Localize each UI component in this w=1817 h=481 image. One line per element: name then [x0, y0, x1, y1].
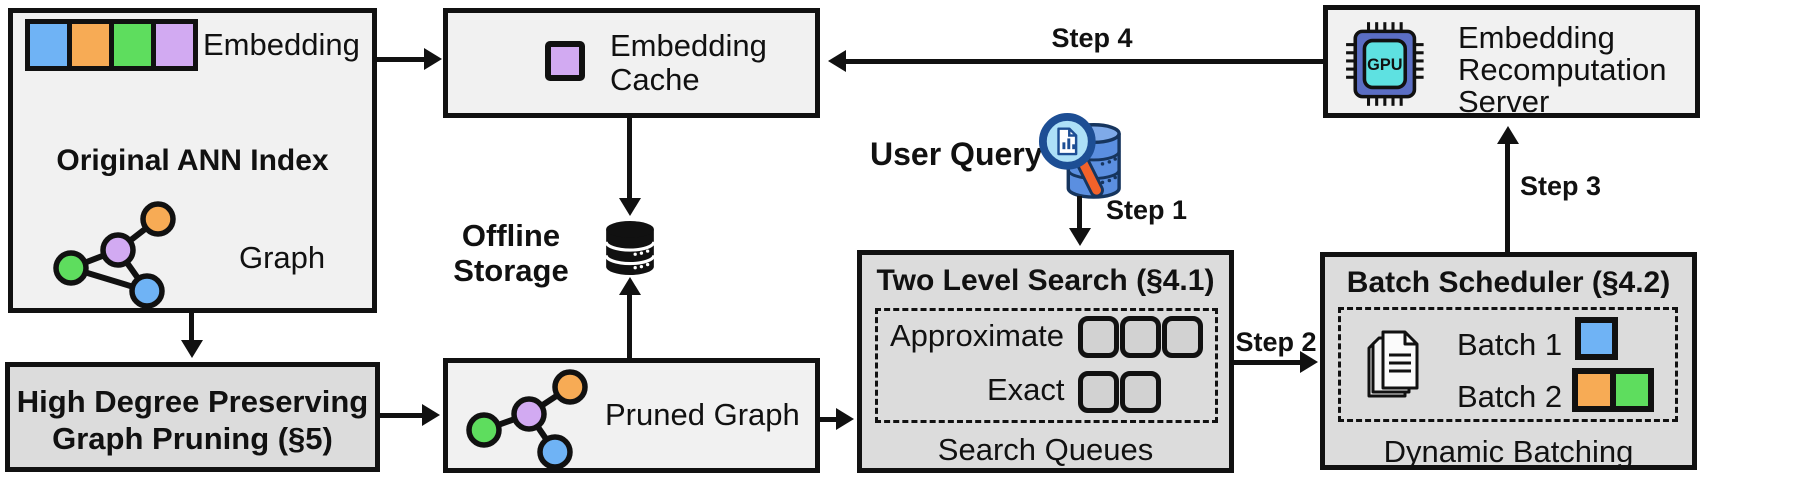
embedding-cache-box: Embedding Cache — [443, 8, 820, 118]
arrow-step2-line — [1234, 360, 1304, 365]
arrow-index-to-cache-head — [424, 48, 442, 70]
gpu-icon: GPU — [1346, 22, 1424, 106]
search-queues-footer: Search Queues — [937, 432, 1154, 467]
arrow-step1-head — [1069, 228, 1091, 246]
svg-text:GPU: GPU — [1367, 56, 1402, 74]
arrow-pruning-to-pruned-head — [422, 404, 440, 426]
documents-icon — [1367, 330, 1419, 398]
arrow-pruned-to-storage-line — [627, 295, 632, 358]
embedding-cache-label: Embedding Cache — [610, 28, 767, 97]
exact-queue-slot — [1078, 371, 1119, 413]
approximate-label: Approximate — [890, 318, 1065, 353]
exact-label: Exact — [987, 372, 1065, 407]
offline-storage-label: Offline Storage — [453, 218, 569, 288]
original-ann-index-title: Original ANN Index — [56, 144, 329, 177]
arrow-step3-head — [1497, 126, 1519, 144]
user-query-label: User Query — [870, 136, 1043, 172]
recomputation-server-box: GPU Embedding Recomputation Server — [1323, 5, 1700, 118]
search-queues-panel: Approximate Exact — [875, 308, 1218, 423]
step1-label: Step 1 — [1106, 195, 1188, 225]
batch1-label: Batch 1 — [1457, 327, 1563, 362]
arrow-index-to-pruning-head — [181, 340, 203, 358]
arrow-cache-to-storage-line — [627, 118, 632, 198]
embedding-cell-blue — [30, 24, 67, 66]
cached-embedding-icon — [545, 41, 585, 81]
arrow-index-to-cache-line — [377, 57, 424, 62]
batch-scheduler-box: Batch Scheduler (§4.2) Batch 1 Batch 2 — [1320, 252, 1697, 470]
graph-pruning-box: High Degree Preserving Graph Pruning (§5… — [5, 362, 380, 472]
arrow-step3-line — [1505, 144, 1510, 252]
approximate-queue-slot — [1162, 316, 1203, 358]
graph-pruning-title: High Degree Preserving Graph Pruning (§5… — [16, 384, 369, 456]
embedding-vector-icon — [25, 19, 198, 71]
two-level-search-box: Two Level Search (§4.1) Approximate Exac… — [857, 250, 1234, 473]
pruned-graph-label: Pruned Graph — [605, 397, 800, 432]
step4-label: Step 4 — [1051, 23, 1133, 53]
embedding-cell-purple — [151, 24, 193, 66]
dynamic-batching-footer: Dynamic Batching — [1383, 434, 1634, 469]
two-level-search-title: Two Level Search (§4.1) — [876, 264, 1215, 297]
arrow-step4-head — [828, 50, 846, 72]
batch1-query-blue — [1575, 317, 1618, 360]
arrow-pruned-to-search-head — [836, 408, 854, 430]
graph-label: Graph — [239, 240, 326, 275]
exact-queue-slot — [1120, 371, 1161, 413]
arrow-pruned-to-search-line — [820, 417, 838, 422]
pruned-graph-icon — [466, 369, 588, 468]
arrow-step4-line — [846, 59, 1323, 64]
batch2-queries — [1572, 368, 1654, 412]
step2-label: Step 2 — [1235, 327, 1317, 357]
dynamic-batching-panel: Batch 1 Batch 2 — [1338, 307, 1678, 422]
batch2-query-green — [1610, 368, 1654, 412]
batch2-label: Batch 2 — [1457, 379, 1563, 414]
pruned-graph-box: Pruned Graph — [443, 358, 820, 473]
arrow-pruning-to-pruned-line — [380, 413, 424, 418]
arrow-step2-head — [1300, 351, 1318, 373]
embedding-cell-green — [109, 24, 151, 66]
embedding-cell-orange — [67, 24, 109, 66]
arrow-index-to-pruning-line — [189, 313, 194, 342]
arrow-step1-line — [1077, 196, 1082, 230]
step3-label: Step 3 — [1520, 171, 1602, 201]
ann-graph-icon — [53, 201, 176, 309]
batch-scheduler-title: Batch Scheduler (§4.2) — [1346, 266, 1671, 299]
embedding-label: Embedding — [203, 27, 360, 62]
arrow-cache-to-storage-head — [619, 198, 641, 216]
query-magnifier-database-icon — [1038, 113, 1121, 199]
offline-storage-database-icon — [604, 221, 656, 275]
approximate-queue-slot — [1078, 316, 1119, 358]
arrow-pruned-to-storage-head — [619, 277, 641, 295]
original-ann-index-box: Embedding Original ANN Index Graph — [8, 8, 377, 313]
batch2-query-orange — [1572, 368, 1616, 412]
recomputation-server-label: Embedding Recomputation Server — [1458, 20, 1667, 119]
approximate-queue-slot — [1120, 316, 1161, 358]
